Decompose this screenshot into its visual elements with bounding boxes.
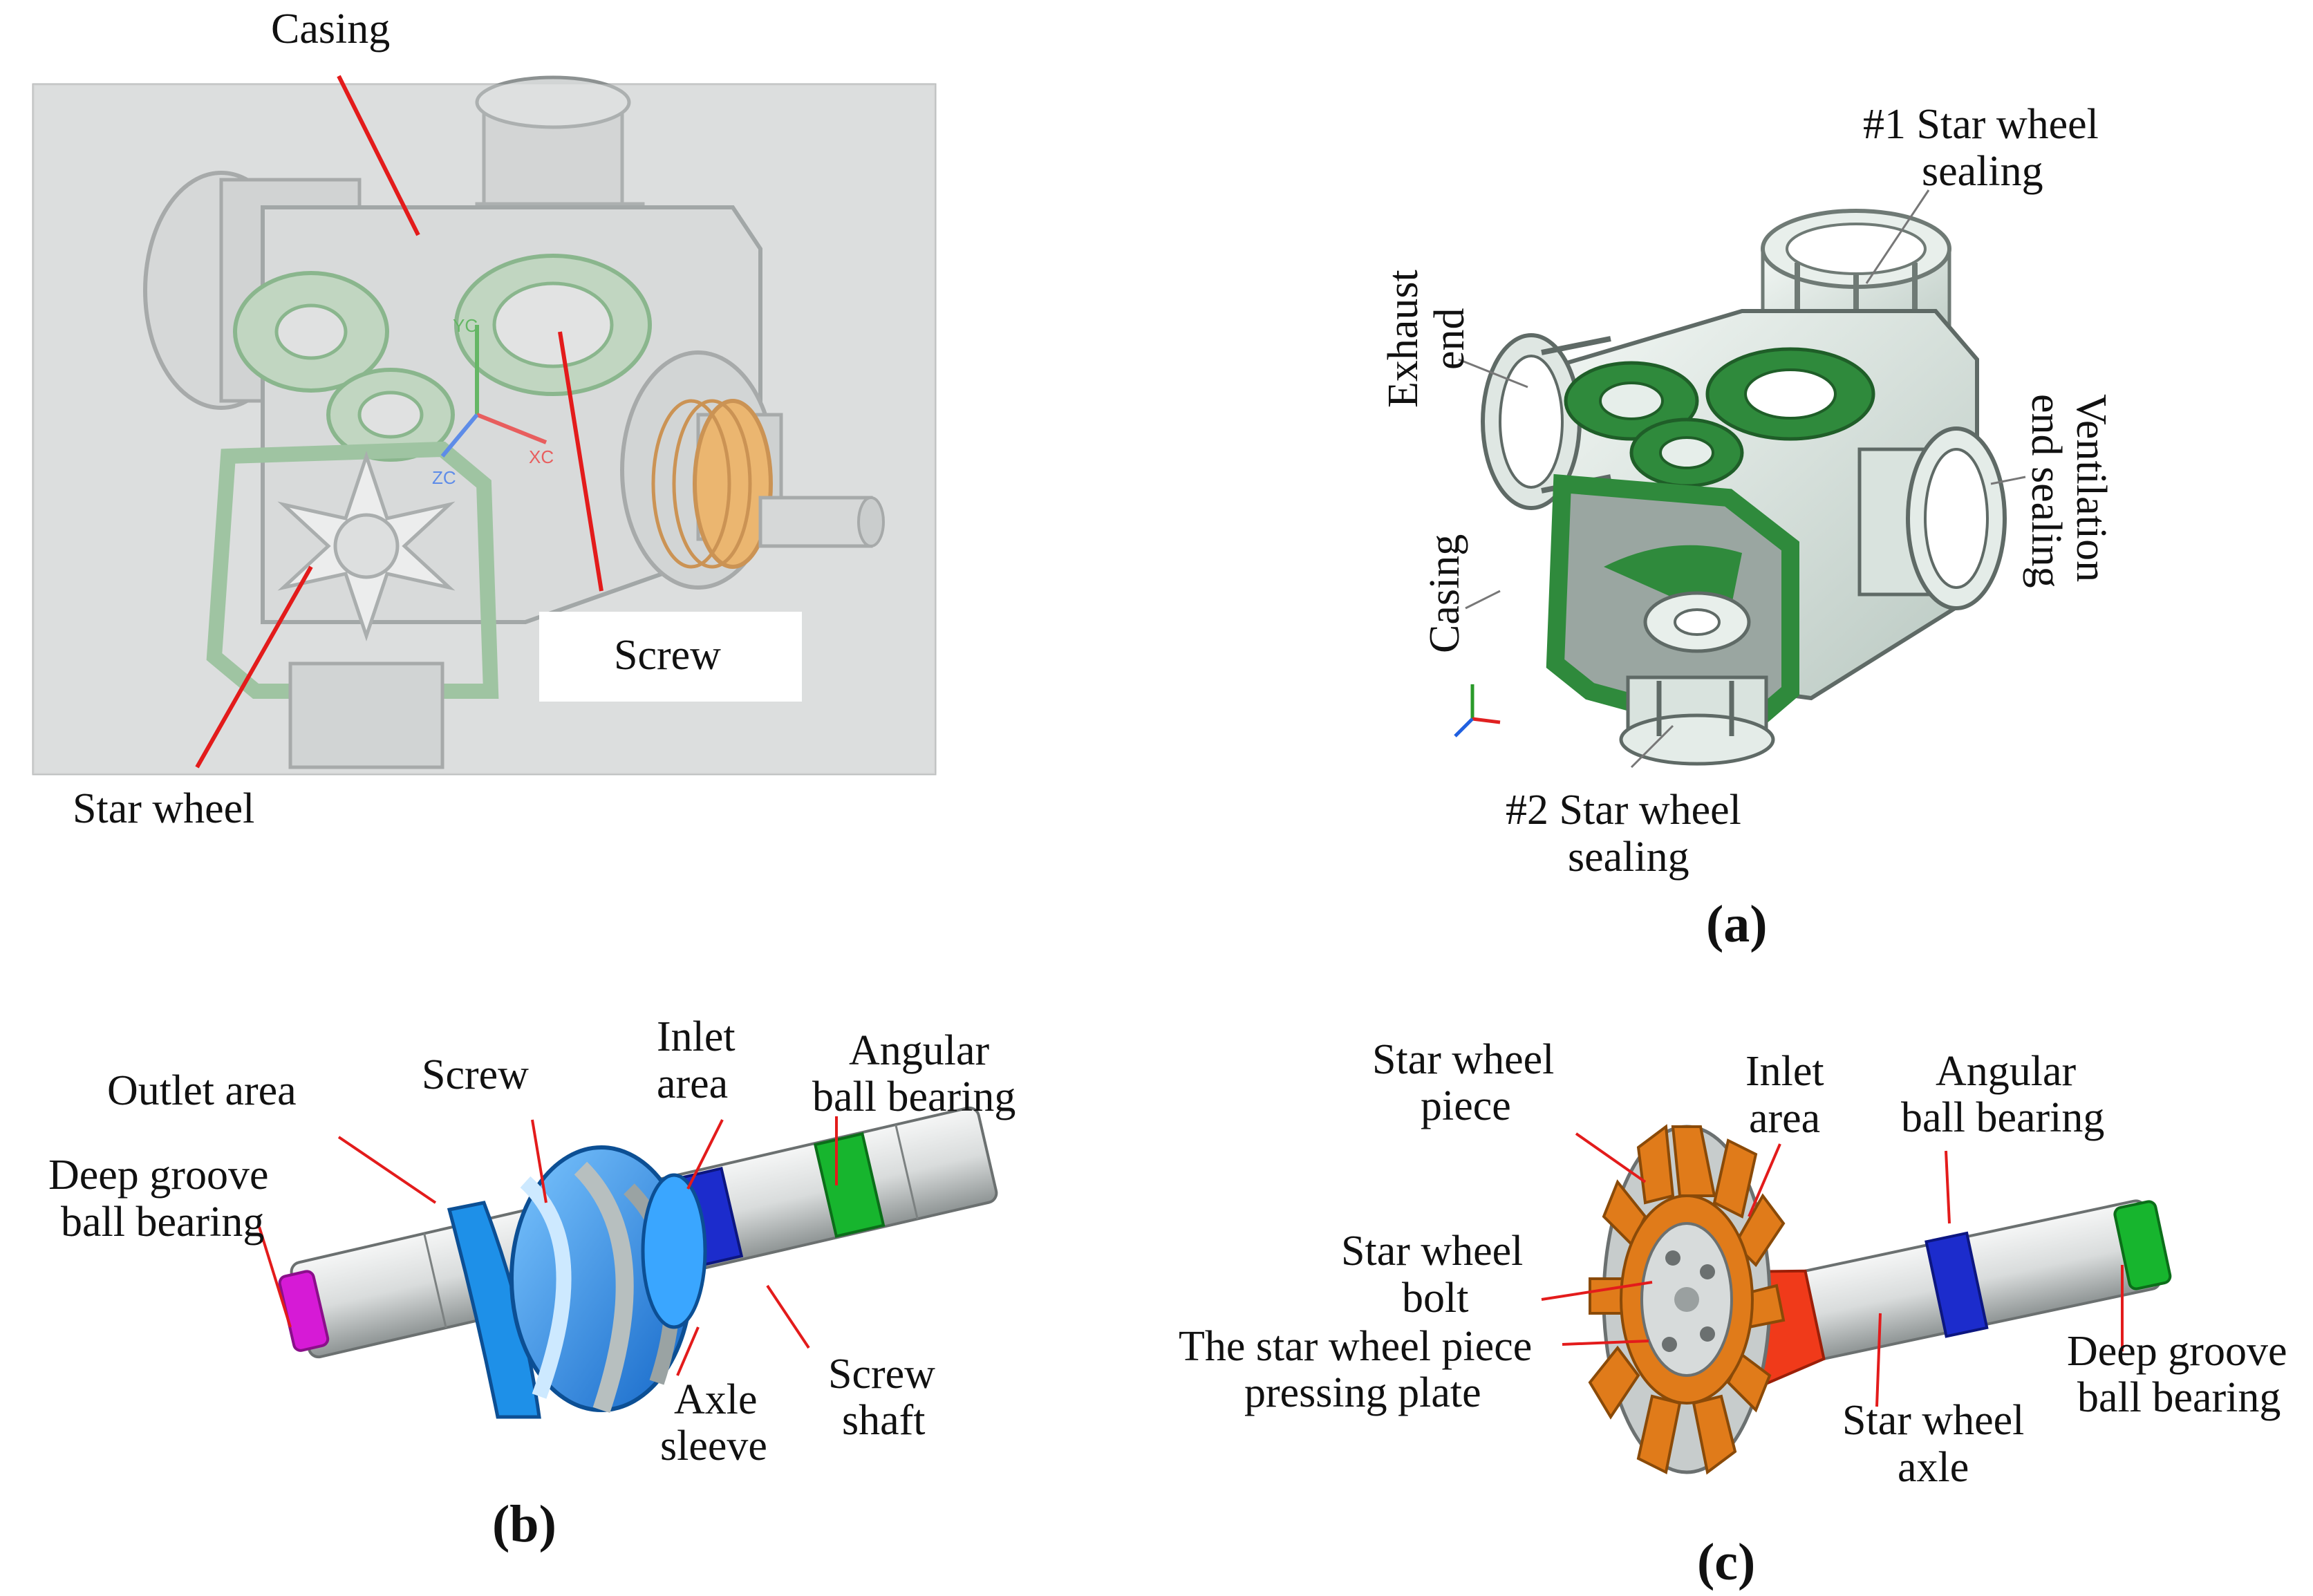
screw-label-box	[539, 612, 802, 702]
label-screw-a-left: Screw	[614, 632, 721, 679]
panel-a-right-leaders	[1458, 189, 2026, 769]
panel-c-leaders	[1541, 1132, 2124, 1407]
right-cage-ventilation	[1857, 426, 2007, 610]
label-screw-shaft-l2: shaft	[842, 1397, 926, 1444]
orange-screw-end	[693, 399, 773, 569]
coordinate-triad: YC XC ZC	[432, 315, 554, 488]
panel-b-render	[278, 1106, 998, 1419]
label-star-wheel-sealing-1-l2: sealing	[1922, 148, 2043, 195]
angular-bearing-c	[1925, 1231, 1989, 1338]
deep-groove-bearing-c	[2113, 1200, 2172, 1290]
label-angular-b-l1: Angular	[849, 1027, 990, 1074]
label-inlet-b-l2: area	[657, 1060, 728, 1107]
label-pressing-plate-l2: pressing plate	[1244, 1369, 1481, 1416]
label-pressing-plate-l1: The star wheel piece	[1179, 1323, 1532, 1370]
label-deep-groove-b-l1: Deep groove	[48, 1152, 268, 1199]
label-inlet-c-l1: Inlet	[1745, 1048, 1824, 1095]
panel-b-leaders	[258, 1116, 838, 1376]
label-star-wheel-sealing-2-l1: #2 Star wheel	[1506, 787, 1741, 834]
panel-a-right-render	[1454, 209, 2007, 766]
drive-shaft	[758, 496, 873, 548]
label-axle-sleeve-l2: sleeve	[660, 1423, 767, 1470]
angular-bearing-b	[813, 1132, 886, 1238]
label-exhaust-end-l2: end	[1426, 308, 1473, 370]
bottom-cage-sealing-2	[1619, 675, 1775, 766]
panel-a-left-leaders	[195, 75, 603, 769]
label-exhaust-end-l1: Exhaust	[1380, 270, 1427, 408]
label-ventilation-l2: end sealing	[2023, 394, 2070, 588]
label-star-wheel-piece-l1: Star wheel	[1372, 1036, 1554, 1083]
label-deep-groove-b-l2: ball bearing	[61, 1199, 264, 1246]
star-wheel-c	[1588, 1124, 1786, 1475]
label-deep-groove-c-l1: Deep groove	[2067, 1328, 2287, 1375]
label-outlet-area: Outlet area	[107, 1067, 297, 1114]
label-ventilation-l1: Ventilation	[2068, 394, 2115, 582]
label-screw-shaft-l1: Screw	[828, 1351, 935, 1398]
label-bolt-l1: Star wheel	[1341, 1228, 1523, 1275]
label-star-wheel-piece-l2: piece	[1421, 1082, 1511, 1129]
label-screw-b: Screw	[422, 1051, 529, 1098]
label-deep-groove-c-l2: ball bearing	[2077, 1374, 2281, 1421]
label-inlet-b-l1: Inlet	[657, 1013, 736, 1060]
screw-rotor-b	[447, 1145, 707, 1419]
label-angular-b-l2: ball bearing	[812, 1073, 1015, 1120]
small-coordinate-triad	[1454, 684, 1501, 738]
green-flanges	[206, 254, 652, 699]
label-inlet-c-l2: area	[1749, 1095, 1820, 1142]
label-casing-a-right: Casing	[1421, 534, 1468, 653]
caption-c: (c)	[1697, 1533, 1755, 1591]
bottom-pipe	[288, 661, 444, 769]
right-drum	[620, 350, 885, 590]
label-star-wheel-axle-l1: Star wheel	[1842, 1397, 2024, 1444]
label-star-wheel-sealing-2-l2: sealing	[1568, 834, 1689, 881]
label-angular-c-l2: ball bearing	[1901, 1094, 2104, 1141]
axis-label-xc: XC	[529, 447, 554, 467]
label-star-wheel-sealing-1-l1: #1 Star wheel	[1863, 101, 2099, 148]
panel-c-render	[1588, 1124, 2172, 1475]
label-axle-sleeve-l1: Axle	[674, 1376, 758, 1423]
panel-a-left-render: YC XC ZC	[32, 75, 937, 776]
label-casing-a-left: Casing	[271, 6, 390, 53]
caption-a: (a)	[1706, 895, 1768, 953]
label-bolt-l2: bolt	[1402, 1275, 1468, 1322]
label-star-wheel-axle-l2: axle	[1898, 1444, 1969, 1491]
star-wheel-render	[277, 451, 456, 641]
axis-label-yc: YC	[453, 315, 478, 336]
green-flanges-right	[1564, 347, 1875, 488]
axis-label-zc: ZC	[432, 467, 456, 488]
label-angular-c-l1: Angular	[1936, 1048, 2077, 1095]
green-square-frame	[206, 441, 499, 699]
label-star-wheel-a-left: Star wheel	[73, 785, 254, 832]
caption-b: (b)	[492, 1495, 556, 1553]
